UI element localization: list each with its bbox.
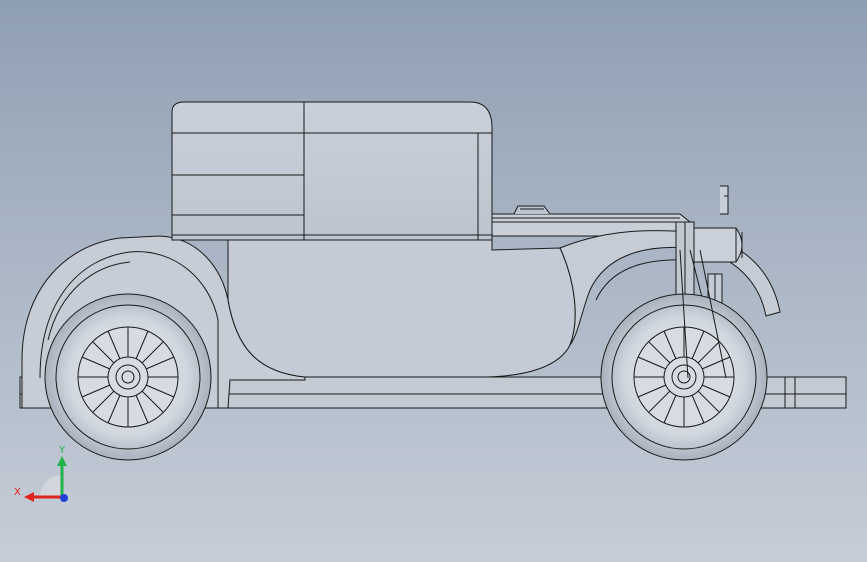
lower-body <box>227 239 576 378</box>
rear-wheel <box>44 293 212 461</box>
front-wheel <box>600 249 768 461</box>
coordinate-triad: Y X <box>14 445 68 502</box>
x-axis-arrow <box>24 492 34 502</box>
headlamp <box>693 227 743 263</box>
x-axis-label: X <box>14 487 21 498</box>
front-wheel-spokes <box>634 327 734 427</box>
rear-wheel-spokes <box>78 327 178 427</box>
y-axis-label: Y <box>58 445 66 456</box>
z-axis-dot <box>60 494 68 502</box>
y-axis-arrow <box>57 456 67 466</box>
